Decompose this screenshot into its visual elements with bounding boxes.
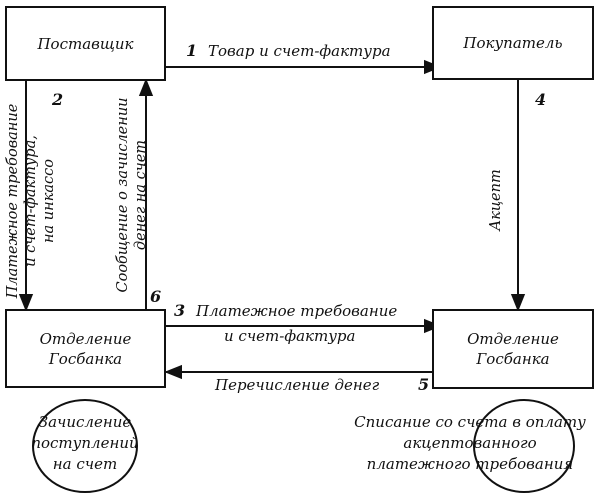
buyer-box: Покупатель (432, 6, 594, 80)
note-circle-right (473, 399, 575, 493)
bank-left-line2: Госбанка (48, 349, 123, 368)
note-left-line3: на счет (52, 455, 118, 473)
buyer-label: Покупатель (463, 34, 563, 52)
flow-6-number: 6 (150, 287, 162, 306)
bank-right-box: Отделение Госбанка (432, 309, 594, 389)
note-circle-left (32, 399, 138, 493)
flow-1-label: Товар и счет-фактура (208, 42, 391, 60)
flow-6-line2: денег на счет (133, 139, 149, 251)
flow-3-line1: Платежное требование (196, 302, 398, 320)
flow-5-number: 5 (418, 375, 430, 394)
note-right: Списание со счета в оплату акцептованног… (342, 412, 598, 475)
flow-2-line2: и счет-фактура, (23, 135, 39, 267)
supplier-label: Поставщик (37, 34, 134, 53)
flow-6-label: Сообщение о зачислении денег на счет (114, 90, 150, 300)
bank-right-line1: Отделение (467, 330, 559, 348)
flow-2-line3: на инкассо (41, 159, 57, 243)
flow-3-number: 3 (174, 301, 186, 320)
bank-left-line1: Отделение (39, 329, 132, 348)
flow-5-label: Перечисление денег (215, 376, 380, 394)
flow-2-number: 2 (52, 90, 64, 109)
flow-4-number: 4 (535, 90, 547, 109)
flow-4-label: Акцепт (487, 160, 505, 240)
supplier-box: Поставщик (5, 6, 166, 81)
note-left-line2: поступлений (31, 434, 139, 452)
note-right-line2: акцептованного (403, 434, 537, 452)
bank-right-line2: Госбанка (476, 350, 550, 368)
flow-2-label: Платежное требование и счет-фактура, на … (4, 96, 58, 306)
flow-2-line1: Платежное требование (5, 103, 21, 299)
note-right-line1: Списание со счета в оплату (354, 413, 586, 431)
flow-6-line1: Сообщение о зачислении (115, 97, 131, 293)
note-left: Зачисление поступлений на счет (25, 412, 145, 475)
flow-4-text: Акцепт (488, 169, 504, 231)
note-left-line1: Зачисление (38, 413, 132, 431)
bank-left-box: Отделение Госбанка (5, 309, 166, 388)
flow-3-line2: и счет-фактура (224, 327, 356, 345)
flow-1-number: 1 (186, 41, 198, 60)
note-right-line3: платежного требования (366, 455, 574, 473)
